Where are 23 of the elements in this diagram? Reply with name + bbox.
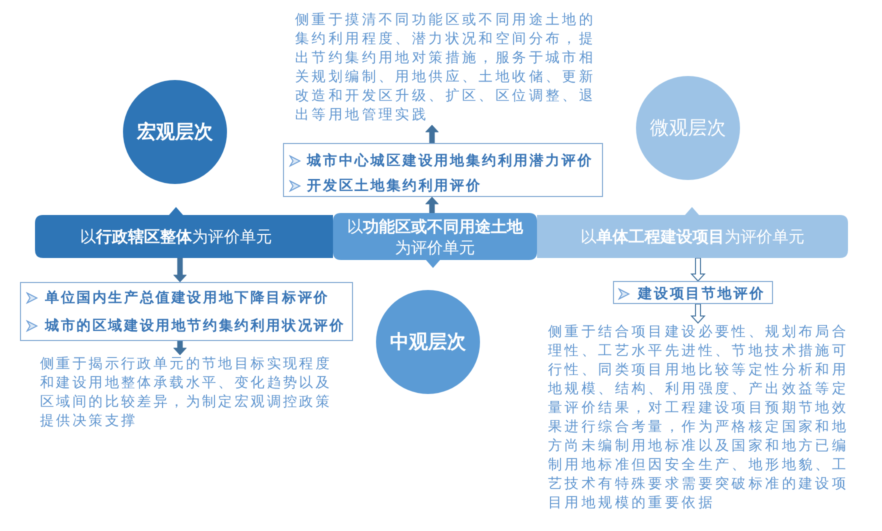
list-item: 单位国内生产总值建设用地下降目标评价 [45, 289, 330, 308]
description-text: 侧重于揭示行政单元的节地目标实现程度和建设用地整体承载水平、变化趋势以及区域间的比较差异，为制定宏观调控政策提供决策支撑 [40, 355, 335, 431]
unit-band: 以功能区或不同用途土地为评价单元 [333, 213, 537, 268]
description-text: 侧重于摸清不同功能区或不同用途土地的集约利用程度、潜力状况和空间分布，提出节约集约用地对策措施，服务于城市相关规划编制、用地供应、土地收储、更新改造和开发区升级、扩区、区位调整、退出等用地管理实践 [295, 11, 599, 125]
arrow [425, 124, 439, 144]
list-item: 建设项目节地评价 [638, 285, 766, 304]
list-box [20, 282, 353, 341]
list-item: 城市的区域建设用地节约集约利用状况评价 [45, 316, 346, 336]
arrow [173, 340, 187, 356]
arrow [690, 304, 706, 324]
arrow [690, 258, 706, 282]
unit-band: 以行政辖区整体为评价单元 [35, 207, 333, 258]
arrow [425, 196, 439, 214]
level-circle: 微观层次 [636, 76, 740, 180]
list-item: 开发区土地集约利用评价 [307, 177, 482, 196]
list-item: 城市中心城区建设用地集约利用潜力评价 [307, 152, 594, 171]
list-box [613, 281, 773, 304]
level-circle: 宏观层次 [123, 80, 227, 184]
description-text: 侧重于结合项目建设必要性、规划布局合理性、工艺水平先进性、节地技术措施可行性、同类项目用地比较等定性分析和用地规模、结构、利用强度、产出效益等定量评价结果，对工程建设项目预期节地效果进行综合考量，作为严格核定国家和地方尚未编制用地标准以及国家和地方已编制用地标准但因安全生产、地形地貌、工艺技术有特殊要求需要突破标准的建设项目用地规模的重要依据 [548, 323, 852, 513]
arrow [173, 258, 187, 282]
list-box [283, 143, 603, 197]
unit-band: 以单体工程建设项目为评价单元 [537, 207, 848, 258]
level-circle: 中观层次 [376, 290, 480, 394]
